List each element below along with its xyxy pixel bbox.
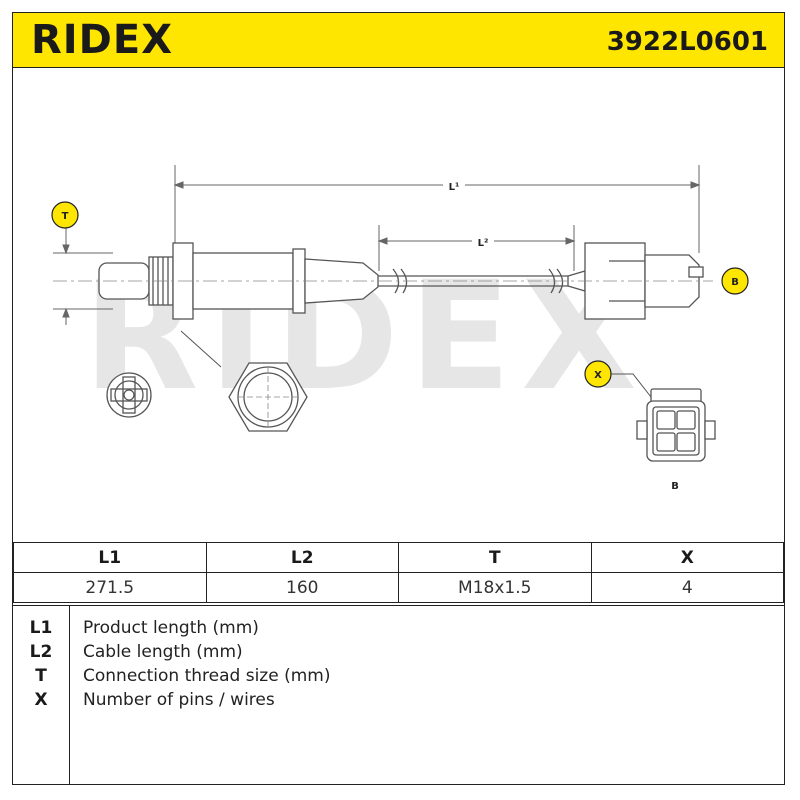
legend-row: T Connection thread size (mm) [13, 666, 784, 690]
x-leader [610, 373, 652, 398]
spec-value-row: 271.5 160 M18x1.5 4 [13, 572, 784, 603]
header-l1: L1 [13, 542, 207, 573]
l1-label-bg [443, 174, 465, 196]
t-badge-label: T [62, 211, 69, 222]
value-l2: 160 [205, 572, 399, 603]
t-badge [51, 201, 79, 229]
value-t: M18x1.5 [398, 572, 592, 603]
header-x: X [590, 542, 784, 573]
spec-table: L1 L2 T X 271.5 160 M18x1.5 4 [13, 542, 784, 603]
value-x: 4 [590, 572, 784, 603]
technical-drawing: RIDEX L¹ L² T [51, 165, 749, 492]
legend-key: L2 [29, 642, 53, 662]
connector-face-view [636, 388, 716, 462]
x-badge-label: X [594, 370, 602, 381]
header-bar: RIDEX 3922L0601 [13, 13, 784, 68]
leader-line [180, 330, 222, 368]
hex-nut-end-view [228, 362, 308, 432]
l2-label-bg [472, 230, 494, 252]
product-sheet: RIDEX 3922L0601 RIDEX L¹ L² [12, 12, 785, 785]
legend-description: Number of pins / wires [83, 690, 275, 710]
b-badge-label: B [731, 277, 739, 288]
x-badge [584, 360, 612, 388]
brand-logo: RIDEX [31, 17, 174, 63]
header-t: T [398, 542, 592, 573]
l2-label: L² [478, 238, 489, 249]
legend-description: Cable length (mm) [83, 642, 243, 662]
legend-description: Connection thread size (mm) [83, 666, 331, 686]
header-l2: L2 [205, 542, 399, 573]
b-badge [721, 267, 749, 295]
legend-key: T [35, 666, 47, 686]
probe-tip-end-view [106, 372, 152, 418]
l1-dimension [173, 165, 701, 253]
legend-row: L2 Cable length (mm) [13, 642, 784, 666]
l1-label: L¹ [449, 182, 460, 193]
legend-divider [69, 606, 70, 785]
legend-key: L1 [29, 618, 53, 638]
legend-row: L1 Product length (mm) [13, 618, 784, 642]
legend-row: X Number of pins / wires [13, 690, 784, 714]
legend: L1 Product length (mm) L2 Cable length (… [13, 605, 784, 785]
spec-header-row: L1 L2 T X [13, 542, 784, 573]
value-l1: 271.5 [13, 572, 207, 603]
legend-description: Product length (mm) [83, 618, 259, 638]
part-number: 3922L0601 [606, 27, 768, 57]
legend-key: X [34, 690, 48, 710]
connector-caption: B [671, 481, 679, 492]
t-dimension [53, 227, 113, 325]
